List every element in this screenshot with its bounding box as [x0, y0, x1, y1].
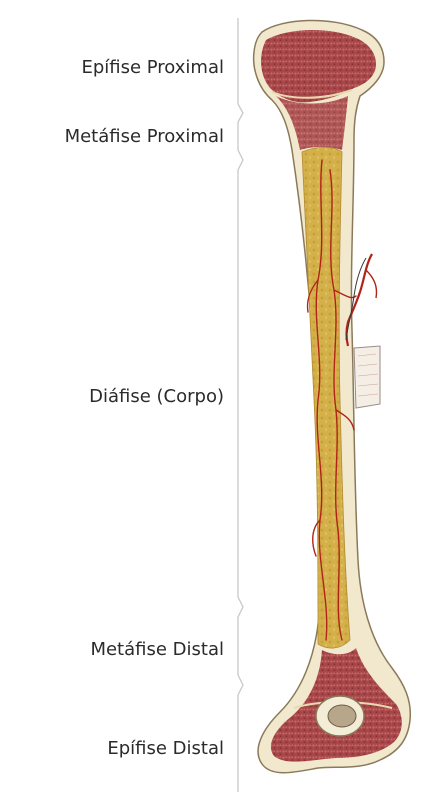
label-epifise-distal: Epífise Distal [107, 738, 224, 760]
label-metafise-proximal: Metáfise Proximal [65, 126, 224, 148]
region-bracket [238, 18, 243, 792]
label-metafise-distal: Metáfise Distal [90, 639, 224, 661]
label-diafise: Diáfise (Corpo) [89, 386, 224, 408]
nutrient-artery-branch [366, 270, 377, 298]
distal-cavity-inner [328, 705, 356, 727]
label-epifise-proximal: Epífise Proximal [81, 57, 224, 79]
